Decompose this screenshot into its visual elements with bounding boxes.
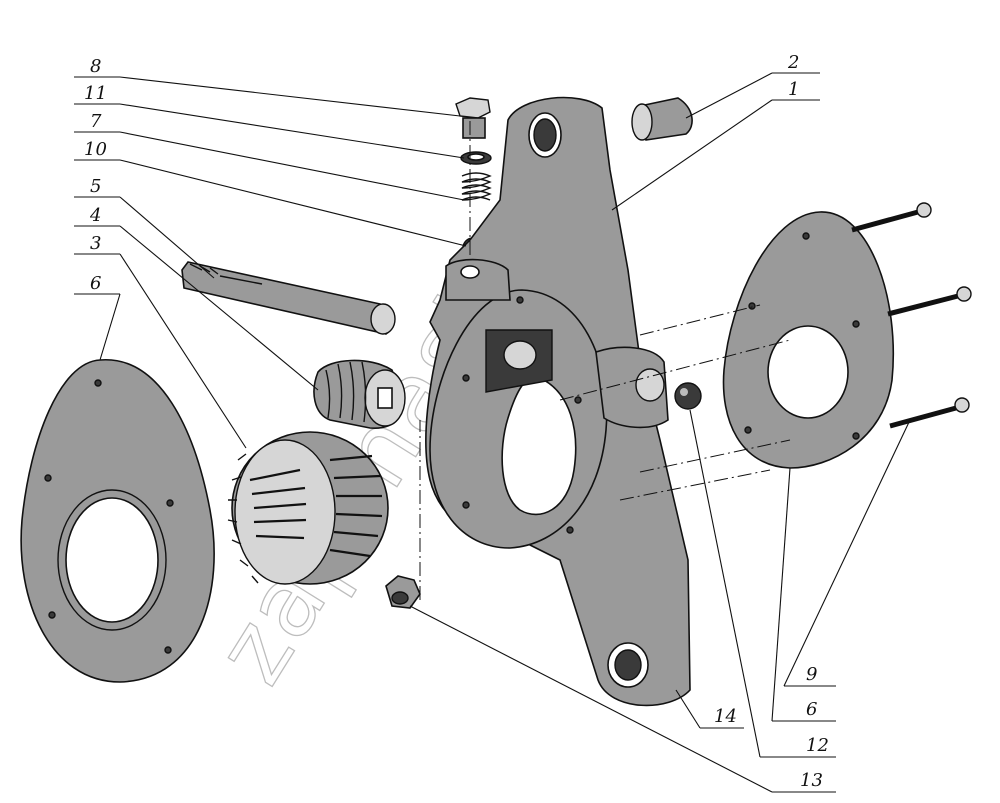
leader-lines [74, 72, 911, 793]
ball [674, 382, 702, 410]
callout-5: 5 [90, 176, 101, 197]
callout-8: 8 [90, 56, 101, 77]
spring-washer [460, 151, 492, 165]
callout-3: 3 [90, 233, 101, 254]
grease-fitting [385, 575, 421, 609]
bushing [631, 97, 693, 141]
callout-labels: 8 11 7 10 5 4 3 6 2 1 9 6 14 12 13 [84, 52, 829, 791]
callout-9: 9 [806, 664, 817, 685]
callout-13: 13 [800, 770, 823, 791]
coil-spring [461, 172, 492, 201]
callout-6-left: 6 [90, 273, 101, 294]
lever-housing [425, 96, 691, 707]
worm-screw [313, 359, 406, 429]
callout-2: 2 [787, 52, 799, 73]
callout-14: 14 [714, 706, 737, 727]
shaft [181, 261, 396, 335]
callout-1: 1 [788, 79, 799, 100]
callout-10: 10 [84, 139, 107, 160]
callout-11: 11 [84, 83, 107, 104]
rivets [851, 202, 972, 429]
cover-plate-left [20, 359, 215, 683]
assembly-axes [419, 118, 791, 600]
callout-12: 12 [806, 735, 829, 756]
callout-6-right: 6 [806, 699, 817, 720]
plug-bolt [455, 97, 491, 139]
callout-4: 4 [89, 205, 101, 226]
worm-gear [227, 431, 389, 585]
callout-7: 7 [90, 111, 102, 132]
cover-plate-right [722, 211, 895, 469]
